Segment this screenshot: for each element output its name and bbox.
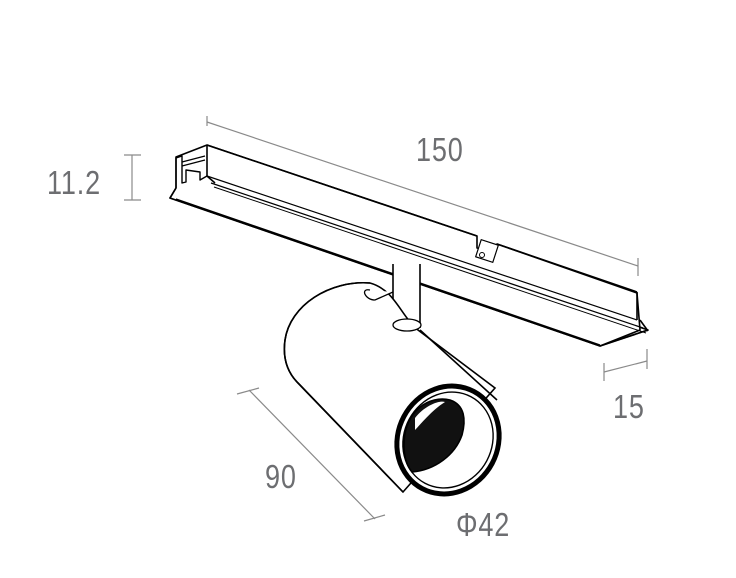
body-length-label: 90 bbox=[265, 458, 297, 495]
track-length-label: 150 bbox=[416, 131, 464, 168]
body-diameter-label: Φ42 bbox=[456, 506, 511, 543]
dimension-lines bbox=[124, 116, 648, 522]
track-width-label: 15 bbox=[613, 388, 645, 425]
track-height-label: 11.2 bbox=[47, 164, 101, 201]
spotlight-body bbox=[283, 282, 502, 497]
